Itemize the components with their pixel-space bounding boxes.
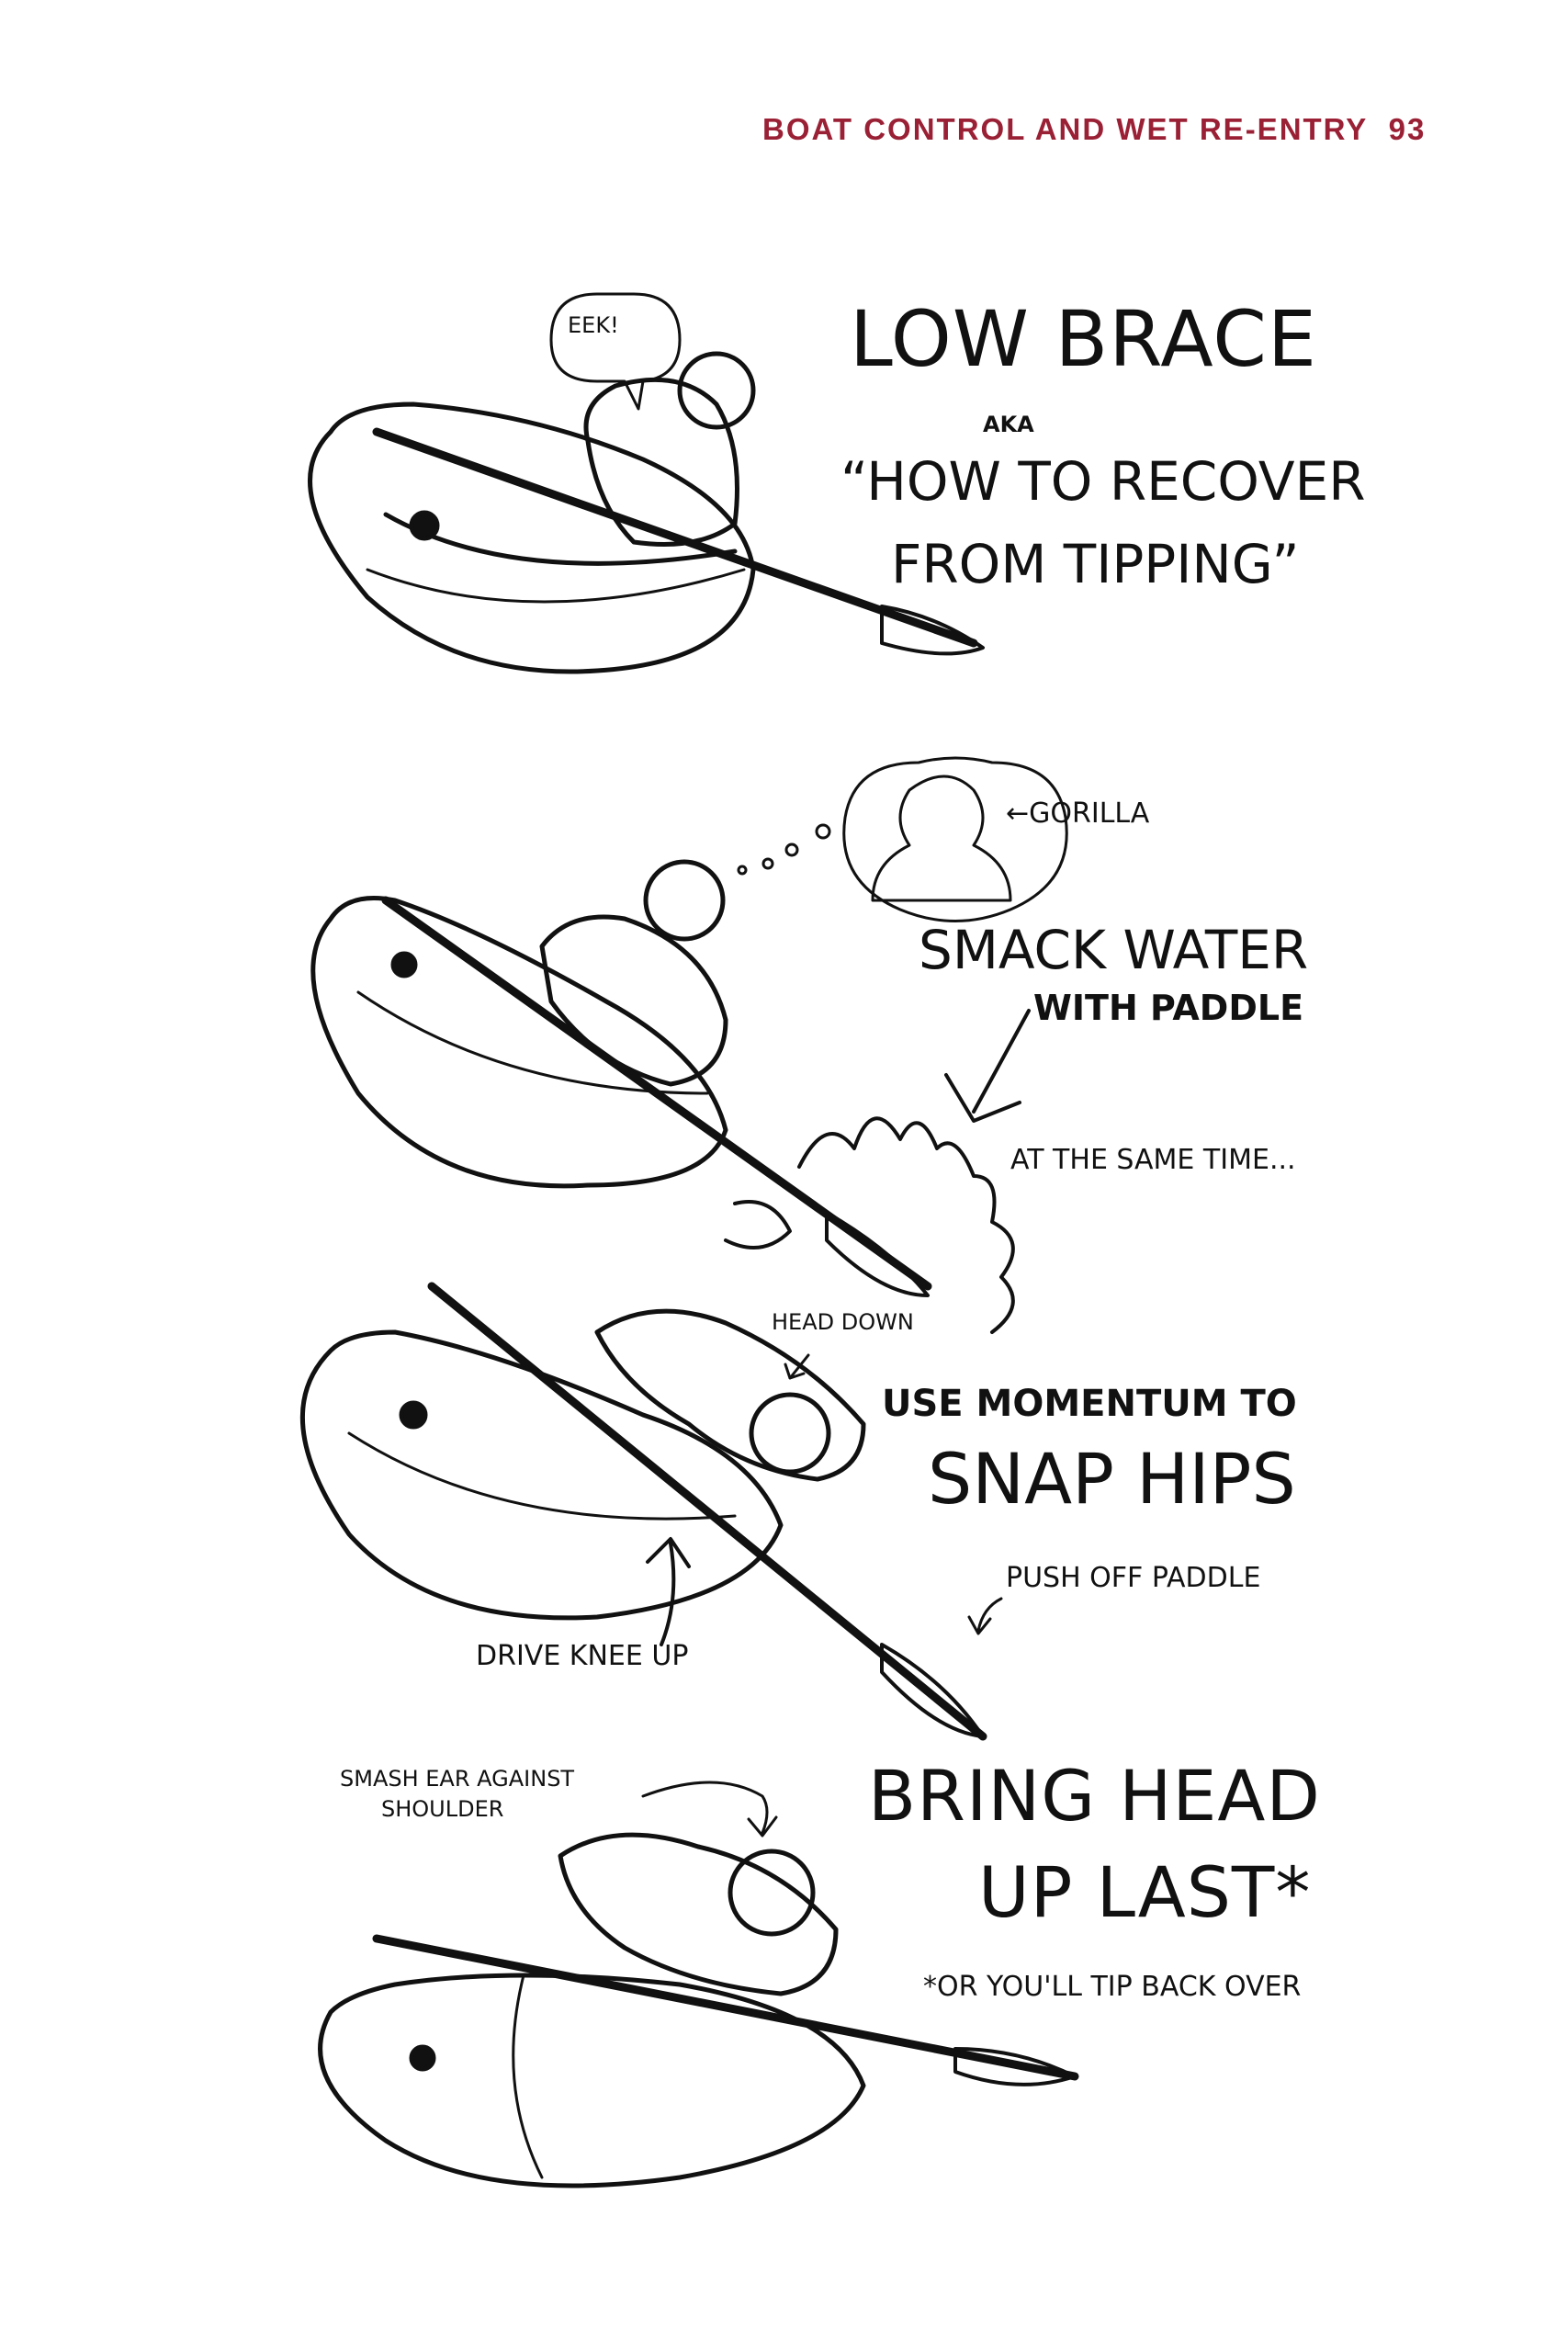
paddle-1	[372, 427, 978, 648]
drive-knee-up-label: DRIVE KNEE UP	[476, 1640, 689, 1672]
panel2-illustration	[310, 756, 1068, 1334]
splash-2	[724, 1200, 792, 1250]
thought-dot-3	[761, 857, 774, 870]
knee-arrow	[646, 1537, 691, 1646]
head-down-label: HEAD DOWN	[772, 1309, 914, 1335]
chapter-title: BOAT CONTROL AND WET RE-ENTRY	[762, 112, 1369, 146]
panel1-illustration	[308, 292, 985, 674]
bring-head-title-line2: UP LAST*	[978, 1851, 1312, 1933]
smack-water-title-line2: WITH PADDLE	[1033, 988, 1304, 1028]
paddle-4	[372, 1934, 1079, 2081]
push-arrow	[967, 1597, 1003, 1635]
smash-ear-label-line2: SHOULDER	[381, 1796, 504, 1822]
gorilla-sketch	[871, 775, 1012, 902]
panel3-illustration	[299, 1282, 1003, 1741]
paddler-2-body	[539, 914, 728, 1087]
paddle-3-blade	[880, 1643, 985, 1738]
snap-hips-title-line2: SNAP HIPS	[928, 1438, 1296, 1520]
paddle-4-blade	[953, 2047, 1077, 2086]
ear-arrow	[641, 1781, 778, 1838]
valve-2	[390, 951, 418, 978]
thought-dot-1	[815, 823, 831, 840]
valve-1	[409, 510, 440, 541]
snap-hips-title-line1: USE MOMENTUM TO	[882, 1383, 1297, 1425]
paddle-1-blade	[880, 605, 985, 656]
gorilla-label: ←GORILLA	[1006, 797, 1150, 830]
panel4-illustration	[318, 1781, 1079, 2188]
low-brace-subtitle-line2: FROM TIPPING”	[891, 533, 1300, 595]
low-brace-title: LOW BRACE	[850, 294, 1317, 384]
speech-bubble	[549, 292, 682, 411]
helmet-1	[677, 351, 756, 430]
thought-cloud	[842, 756, 1068, 922]
tip-back-footnote: *OR YOU'LL TIP BACK OVER	[923, 1971, 1302, 2003]
arrow-down	[944, 1009, 1031, 1123]
packraft-4	[318, 1973, 866, 2188]
aka-label: AKA	[983, 412, 1034, 437]
helmet-2	[643, 859, 726, 942]
paddler-3-body	[594, 1308, 866, 1482]
push-off-paddle-label: PUSH OFF PADDLE	[1006, 1562, 1261, 1594]
head-arrow	[784, 1353, 810, 1380]
smash-ear-label-line1: SMASH EAR AGAINST	[340, 1766, 575, 1792]
eek-bubble-text: EEK!	[568, 312, 619, 338]
paddler-4-body	[558, 1832, 839, 1996]
paddle-2-blade	[825, 1211, 930, 1297]
paddle-3	[427, 1282, 987, 1741]
smack-water-title-line1: SMACK WATER	[919, 919, 1309, 981]
packraft-2	[310, 896, 728, 1189]
thought-dot-4	[737, 865, 748, 876]
thought-dot-2	[784, 842, 799, 857]
packraft-1	[308, 401, 756, 674]
helmet-3	[749, 1392, 831, 1475]
helmet-4	[728, 1849, 816, 1937]
page-number: 93	[1388, 112, 1427, 146]
packraft-4-tube	[512, 1973, 544, 2179]
paddler-1-body	[583, 377, 739, 547]
paddle-2	[381, 896, 932, 1291]
valve-3	[399, 1400, 428, 1430]
low-brace-subtitle-line1: “HOW TO RECOVER	[840, 450, 1366, 513]
same-time-note: AT THE SAME TIME...	[1010, 1144, 1296, 1176]
bring-head-title-line1: BRING HEAD	[868, 1755, 1321, 1837]
packraft-1-tube-inner	[366, 568, 746, 604]
valve-4	[409, 2044, 436, 2072]
splash	[797, 1116, 1015, 1334]
running-header: BOAT CONTROL AND WET RE-ENTRY 93	[762, 112, 1426, 147]
packraft-3-tube	[347, 1431, 737, 1521]
